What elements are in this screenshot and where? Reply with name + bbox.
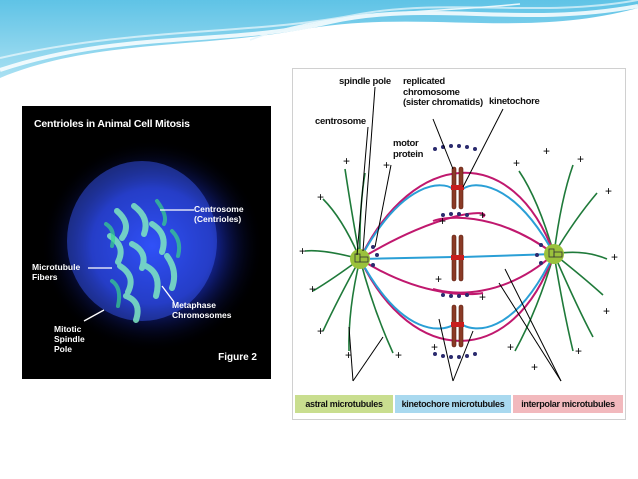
plus-sign: + [531,360,538,374]
slide-banner [0,0,638,78]
plus-sign: + [543,144,550,158]
kinetochore-label: kinetochore [489,96,540,107]
microtubule-label-line2: Fibers [32,272,58,282]
photo-title: Centrioles in Animal Cell Mitosis [34,118,190,130]
microscopy-photo: Centrioles in Animal Cell Mitosis Centro… [22,106,271,379]
spindle-drawing: + + + + + + + + + + + + + + + + + + + + … [299,86,618,382]
mitotic-label-line3: Pole [54,344,72,354]
motor-label-line2: protein [393,148,424,160]
motor-protein-label: motor protein [393,138,424,160]
plus-sign: + [603,304,610,318]
metaphase-chromosomes-label: Metaphase Chromosomes [172,300,232,320]
plus-sign: + [513,156,520,170]
centrosome-label-line1: Centrosome [194,204,244,214]
legend-astral: astral microtubules [295,395,393,413]
spindle-diagram: + + + + + + + + + + + + + + + + + + + + … [292,68,626,420]
replicated-chromosome-label: replicated chromosome (sister chromatids… [403,76,483,109]
centrosomes [350,244,564,269]
plus-sign: + [309,282,316,296]
centrosome-label: centrosome [315,116,366,127]
figure-label: Figure 2 [218,352,257,363]
spindle-pole-label: spindle pole [339,76,391,87]
cell-image [42,141,262,351]
motor-proteins [371,144,543,359]
microtubule-fibers-label: Microtubule Fibers [32,262,80,282]
plus-signs: + + + + + + + + + + + + + + + + + + + + … [299,144,618,374]
plus-sign: + [605,184,612,198]
mitotic-label-line1: Mitotic [54,324,82,334]
pointer-lines [348,86,562,382]
plus-sign: + [435,272,442,286]
microtubule-label-line1: Microtubule [32,262,81,272]
plus-sign: + [611,250,618,264]
plus-sign: + [575,344,582,358]
replicated-label-line1: replicated [403,76,445,87]
plus-sign: + [345,348,352,362]
plus-sign: + [317,324,324,338]
plus-sign: + [343,154,350,168]
mitotic-label-line2: Spindle [54,334,85,344]
centrosome-label: Centrosome (Centrioles) [194,204,244,224]
plus-sign: + [431,340,438,354]
motor-label-line1: motor [393,138,419,149]
plus-sign: + [479,290,486,304]
plus-sign: + [507,340,514,354]
kinetochore-marks [451,185,464,327]
plus-sign: + [317,190,324,204]
plus-sign: + [395,348,402,362]
replicated-label-line3: (sister chromatids) [403,97,483,108]
centrosome-label-line2: (Centrioles) [194,214,242,224]
plus-sign: + [439,214,446,228]
replicated-label-line2: chromosome [403,86,460,98]
plus-sign: + [479,208,486,222]
metaphase-label-line1: Metaphase [172,300,216,310]
plus-sign: + [383,158,390,172]
plus-sign: + [299,244,306,258]
mitotic-spindle-pole-label: Mitotic Spindle Pole [54,324,85,354]
plus-sign: + [577,152,584,166]
legend-kinetochore: kinetochore microtubules [395,395,511,413]
legend-interpolar: interpolar microtubules [513,395,623,413]
metaphase-label-line2: Chromosomes [172,310,232,320]
